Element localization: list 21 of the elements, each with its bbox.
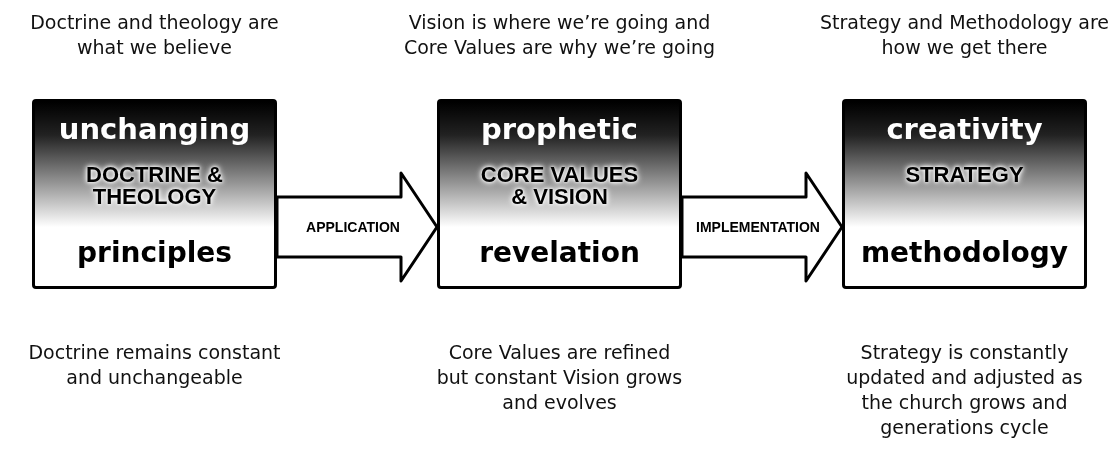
block-arrow bbox=[275, 171, 439, 283]
stage-box bbox=[842, 99, 1087, 289]
stage-box bbox=[32, 99, 277, 289]
stage-title: STRATEGY bbox=[904, 164, 1025, 186]
stage-keyword: principles bbox=[77, 236, 232, 269]
stage-box bbox=[437, 99, 682, 289]
stage-description: Strategy and Methodology are how we get there bbox=[819, 10, 1110, 60]
stage-keyword: prophetic bbox=[480, 112, 639, 146]
stage-note: Strategy is constantly updated and adjusted as the church grows and generations cycle bbox=[845, 340, 1084, 440]
stage-keyword: revelation bbox=[479, 236, 640, 269]
stage-title: DOCTRINE & THEOLOGY bbox=[85, 164, 224, 208]
edge-label: IMPLEMENTATION bbox=[695, 219, 821, 235]
stage-note: Doctrine remains constant and unchangeable bbox=[27, 340, 282, 390]
stage-description: Doctrine and theology are what we believe bbox=[29, 10, 280, 60]
stage-description: Vision is where we’re going and Core Values are why we’re going bbox=[402, 10, 717, 60]
stage-keyword: creativity bbox=[886, 112, 1043, 146]
stage-note: Core Values are refined but constant Vision grows and evolves bbox=[435, 340, 684, 415]
stage-keyword: unchanging bbox=[58, 112, 251, 146]
stage-keyword: methodology bbox=[860, 236, 1069, 269]
edge-label: APPLICATION bbox=[305, 219, 401, 235]
stage-title: CORE VALUES & VISION bbox=[479, 164, 640, 208]
